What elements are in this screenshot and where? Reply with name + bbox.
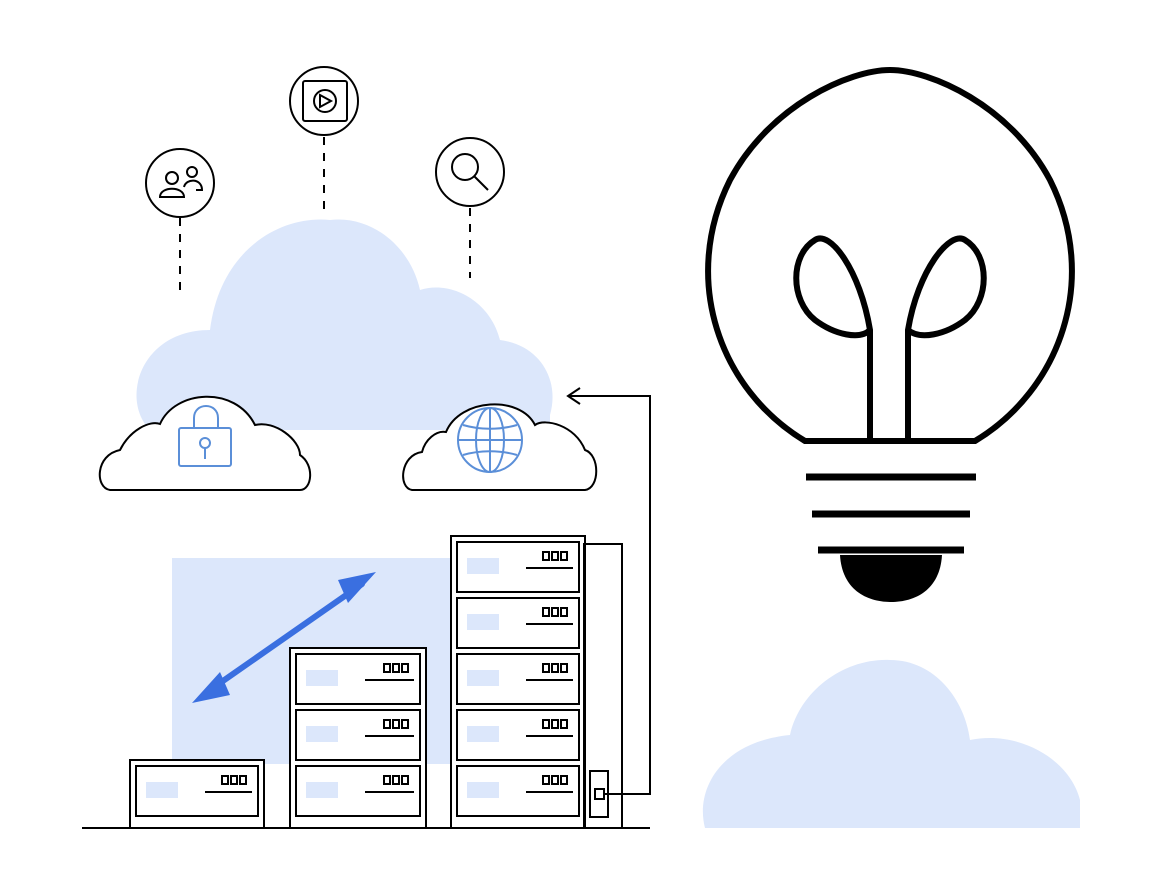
server-rack-large bbox=[450, 535, 586, 829]
lightbulb-icon bbox=[705, 66, 1075, 602]
search-icon bbox=[435, 137, 505, 207]
server-unit bbox=[295, 653, 421, 705]
scale-arrow-icon bbox=[192, 572, 376, 703]
server-unit bbox=[295, 765, 421, 817]
background-cloud-bottom bbox=[702, 659, 1080, 828]
connector-arrow bbox=[566, 387, 651, 829]
lock-icon bbox=[178, 405, 232, 467]
background-cloud-top bbox=[136, 219, 553, 430]
users-icon bbox=[145, 148, 215, 218]
network-icons bbox=[145, 66, 505, 290]
globe-icon bbox=[457, 407, 523, 473]
server-rack-small bbox=[129, 759, 265, 829]
server-racks bbox=[129, 535, 586, 829]
globe-cloud bbox=[402, 403, 598, 491]
server-unit bbox=[456, 765, 580, 817]
server-unit bbox=[456, 597, 580, 649]
server-rack-medium bbox=[289, 647, 427, 829]
video-play-icon bbox=[289, 66, 359, 136]
server-unit bbox=[295, 709, 421, 761]
server-unit bbox=[456, 709, 580, 761]
lock-cloud bbox=[98, 395, 312, 491]
server-unit bbox=[456, 541, 580, 593]
server-unit bbox=[456, 653, 580, 705]
server-unit bbox=[135, 765, 259, 817]
